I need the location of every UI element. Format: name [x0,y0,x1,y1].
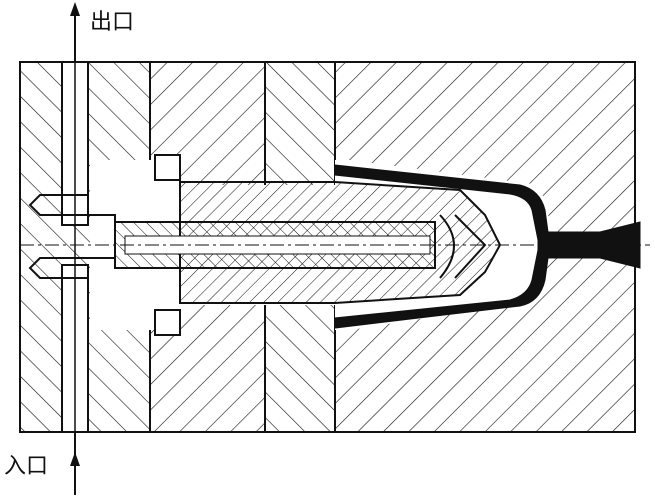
molded-part [334,164,641,329]
o-ring-top [154,154,181,181]
o-ring-bottom [154,309,181,336]
outlet-arrow [70,2,80,62]
inlet-label: 入口 [4,454,49,479]
inlet-arrow [70,432,80,495]
drill-tip [454,214,487,279]
bore-end [439,214,455,279]
outlet-connector [28,194,116,222]
outlet-label: 出口 [90,10,135,35]
inlet-connector [28,257,115,279]
